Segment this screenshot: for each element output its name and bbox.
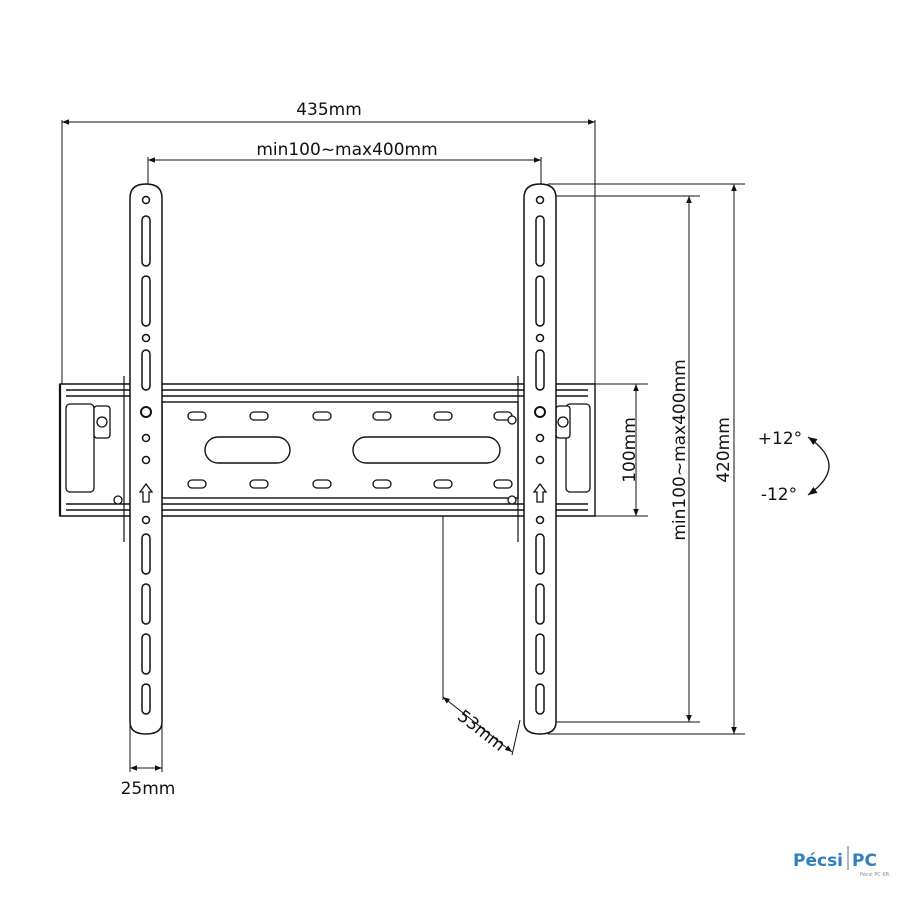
arrow-up-icon: [532, 482, 548, 503]
label-vesa-horizontal: min100~max400mm: [256, 140, 437, 160]
tilt-knob-left: [65, 403, 123, 505]
label-arm-height: 420mm: [714, 417, 734, 483]
label-arm-width: 25mm: [121, 779, 176, 799]
brand-logo: Pécsi PC Pécsi PC Kft.: [793, 846, 891, 878]
logo-brand-right: PC: [852, 851, 877, 871]
label-tilt-down: -12°: [761, 485, 797, 505]
arm-right: [517, 183, 557, 735]
logo-brand-left: Pécsi: [793, 851, 843, 871]
logo-tagline: Pécsi PC Kft.: [860, 871, 891, 878]
label-tilt-up: +12°: [758, 429, 802, 449]
center-slot-right: [352, 436, 501, 464]
tilt-knob-right: [507, 403, 591, 505]
center-slot-left: [204, 436, 291, 464]
dimension-lines: [61, 119, 745, 772]
wall-plate: [58, 383, 596, 517]
arrow-up-icon: [138, 482, 154, 503]
rail-slots: [187, 411, 513, 489]
label-depth: 53mm: [453, 706, 508, 755]
label-rail-height: 100mm: [620, 417, 640, 483]
label-total-width: 435mm: [296, 100, 362, 120]
tilt-arc: [807, 436, 830, 496]
label-vesa-vertical: min100~max400mm: [670, 359, 690, 540]
arm-left: [123, 183, 163, 735]
